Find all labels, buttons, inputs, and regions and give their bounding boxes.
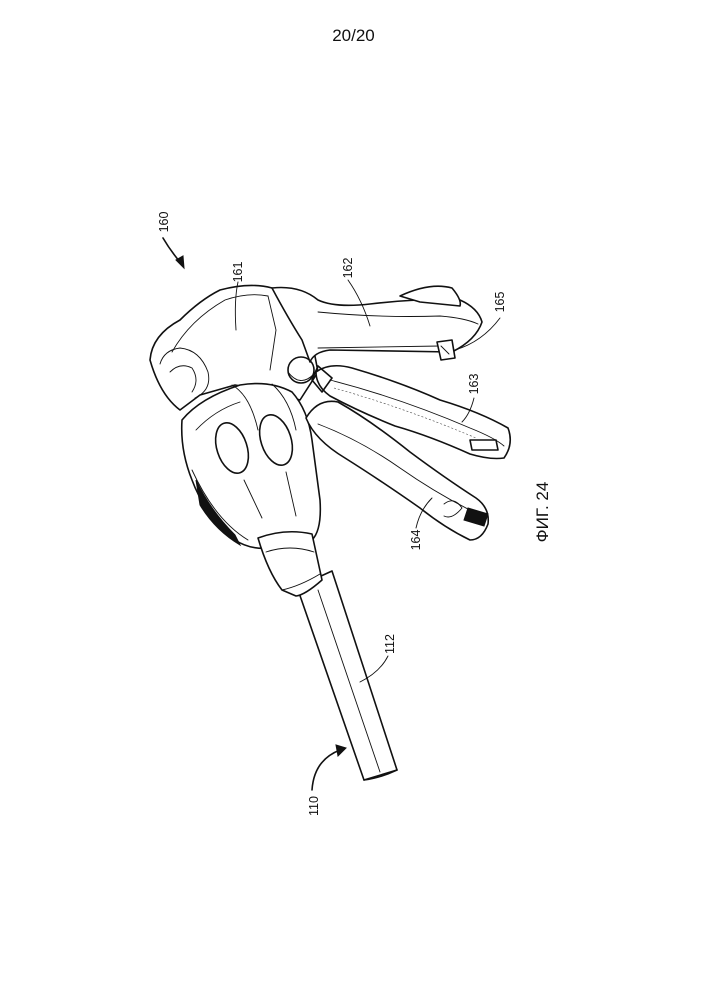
- nose-collar: [258, 532, 322, 596]
- rotation-knob: [182, 384, 321, 549]
- ref-165: 165: [493, 292, 507, 313]
- ref-161: 161: [231, 262, 245, 283]
- ref-160: 160: [157, 212, 171, 233]
- ref-110: 110: [307, 796, 321, 816]
- figure-label: ФИГ. 24: [533, 482, 552, 543]
- ref-163: 163: [467, 374, 481, 395]
- ref-162: 162: [341, 258, 355, 279]
- ref-164: 164: [409, 530, 423, 551]
- ref-112: 112: [383, 634, 397, 654]
- shaft: [297, 571, 397, 780]
